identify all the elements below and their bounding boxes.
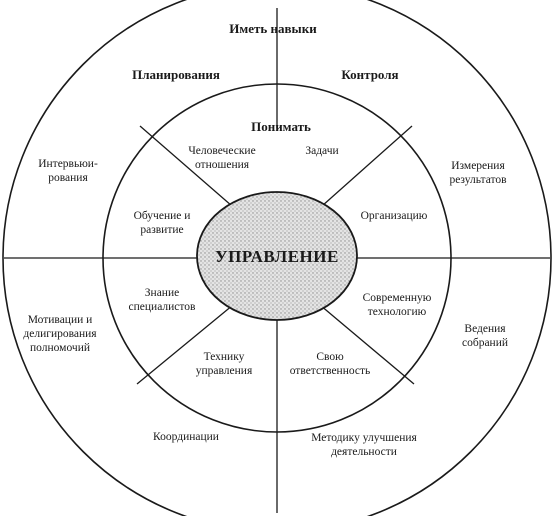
label-line: Человеческие bbox=[188, 145, 255, 157]
label-line: делигирования bbox=[23, 328, 97, 340]
spoke-3 bbox=[321, 125, 413, 207]
label-line: Измерения bbox=[451, 160, 505, 172]
label-line: развитие bbox=[140, 224, 183, 236]
label-line: рования bbox=[48, 172, 88, 184]
segment-labels: Интервьюи-рования Измерения результатовМот… bbox=[23, 145, 508, 458]
outer-item-motivation: Мотивации и делигирования полномочий bbox=[23, 314, 97, 354]
label-line: отношения bbox=[195, 159, 250, 171]
label-line: Организацию bbox=[361, 210, 428, 222]
label-line: Свою bbox=[316, 351, 344, 363]
outer-item-interviewing: Интервьюи-рования bbox=[38, 158, 98, 184]
center-label: УПРАВЛЕНИЕ bbox=[215, 247, 339, 266]
label-line: Мотивации и bbox=[28, 314, 93, 326]
label-line: управления bbox=[196, 365, 253, 377]
label-line: ответственность bbox=[290, 365, 371, 377]
label-line: Ведения bbox=[464, 323, 506, 335]
outer-ring-header: Иметь навыки bbox=[229, 21, 317, 36]
inner-ring-header: Понимать bbox=[251, 119, 311, 134]
outer-item-planning: Планирования bbox=[132, 67, 220, 82]
inner-item-human-relations: Человеческие отношения bbox=[188, 145, 255, 171]
label-line: Координации bbox=[153, 431, 219, 443]
label-line: собраний bbox=[462, 337, 508, 349]
label-line: Интервьюи- bbox=[38, 158, 98, 170]
inner-item-specialist-knowledge: Знание специалистов bbox=[129, 287, 196, 313]
inner-item-training: Обучение и развитие bbox=[134, 210, 191, 236]
label-line: технологию bbox=[368, 306, 427, 318]
label-line: деятельности bbox=[331, 446, 397, 458]
outer-item-meetings: Ведения собраний bbox=[462, 323, 508, 349]
spoke-7 bbox=[319, 304, 415, 385]
inner-item-tasks: Задачи bbox=[305, 145, 338, 157]
spoke-2 bbox=[139, 125, 233, 207]
outer-item-methods: Методику улучшения деятельности bbox=[311, 432, 417, 458]
label-line: полномочий bbox=[30, 342, 90, 354]
label-line: Методику улучшения bbox=[311, 432, 417, 444]
inner-item-management-technique: Технику управления bbox=[196, 351, 253, 377]
inner-item-responsibility: Свою ответственность bbox=[290, 351, 371, 377]
spoke-6 bbox=[136, 304, 234, 385]
label-line: Обучение и bbox=[134, 210, 191, 222]
label-line: результатов bbox=[449, 174, 507, 186]
inner-item-organization: Организацию bbox=[361, 210, 428, 222]
label-line: Современную bbox=[363, 292, 432, 304]
label-line: Технику bbox=[204, 351, 245, 363]
center-ellipse bbox=[196, 191, 358, 321]
outer-item-control: Контроля bbox=[341, 67, 398, 82]
label-line: Задачи bbox=[305, 145, 338, 157]
spokes bbox=[4, 8, 550, 513]
label-line: Знание bbox=[145, 287, 179, 299]
label-line: специалистов bbox=[129, 301, 196, 313]
inner-item-modern-technology: Современную технологию bbox=[363, 292, 432, 318]
outer-item-coordination: Координации bbox=[153, 431, 219, 443]
outer-item-measuring: Измерения результатов bbox=[449, 160, 507, 186]
